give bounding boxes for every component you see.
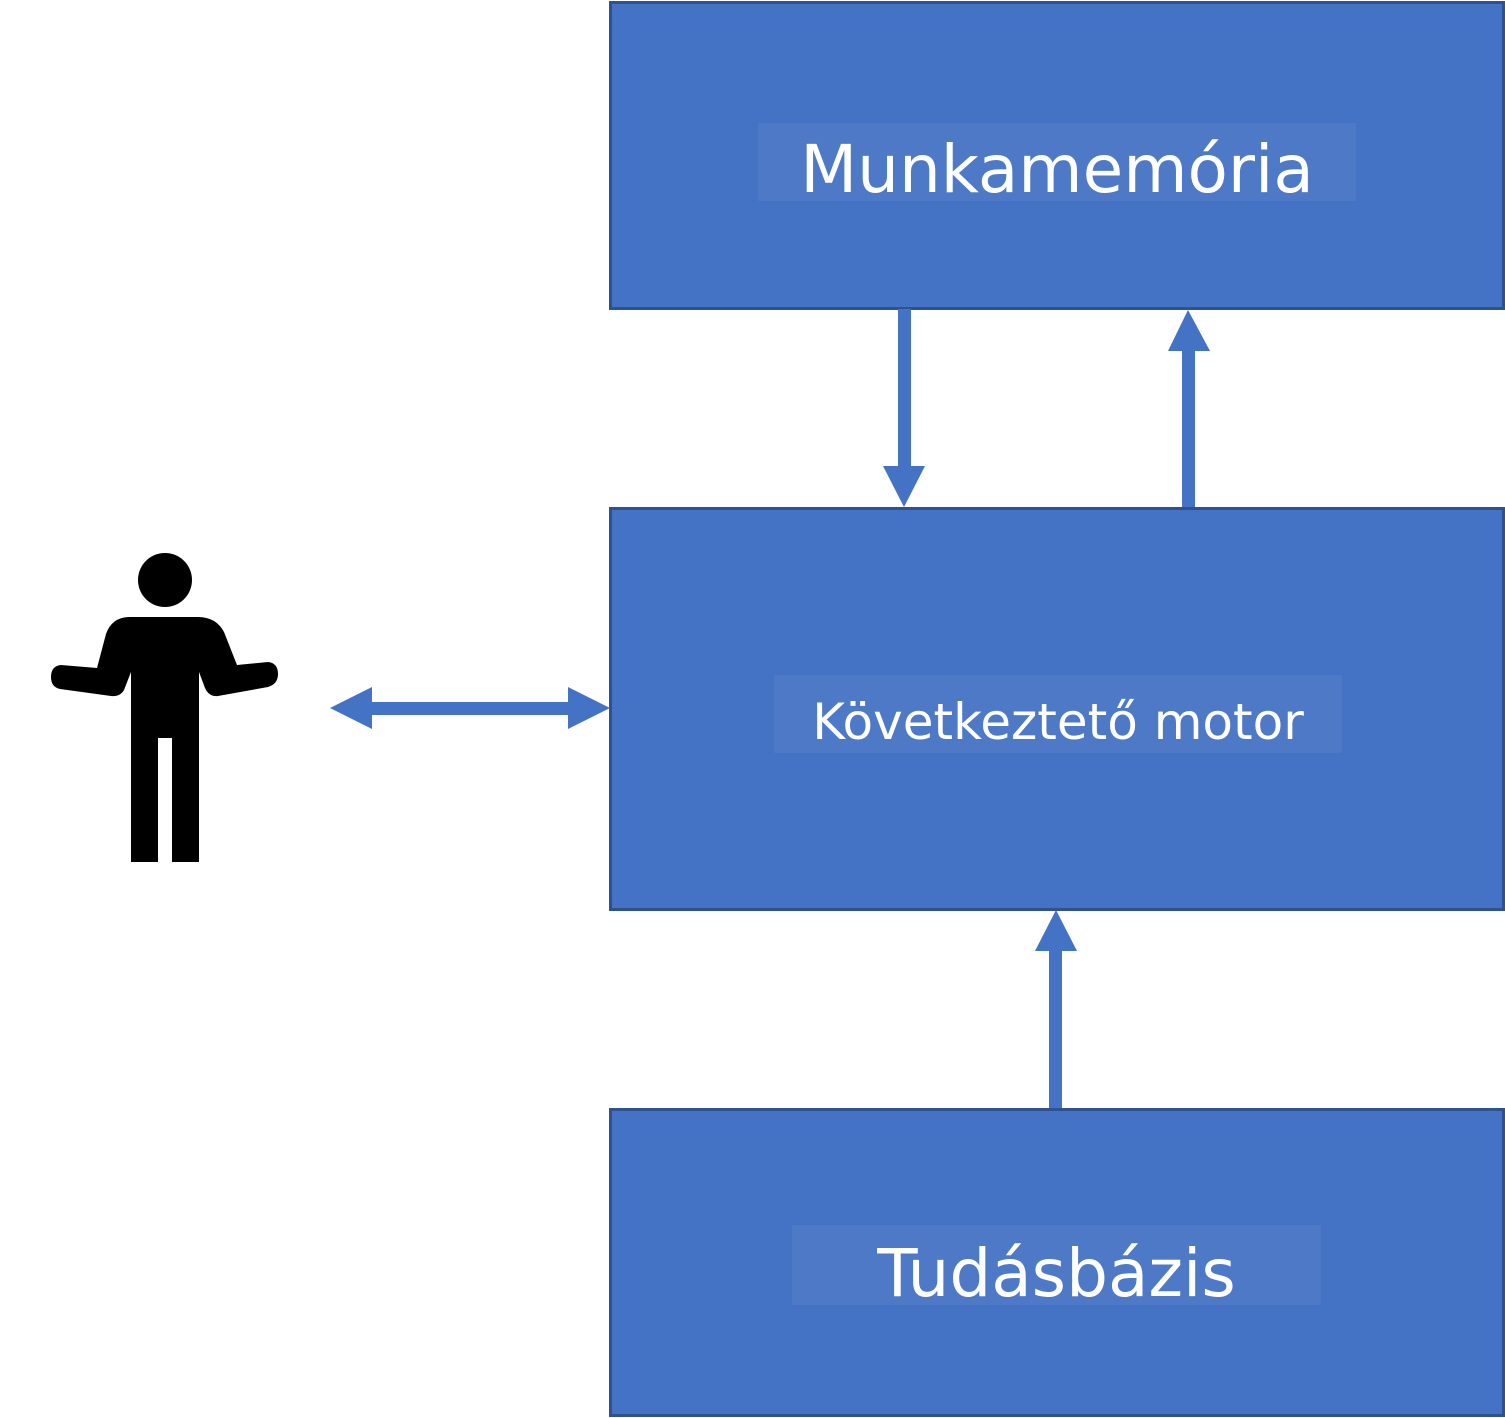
arrow-kb-to-engine — [1035, 910, 1077, 1108]
arrow-engine-to-memory — [1168, 310, 1210, 507]
knowledge-base-label: Tudásbázis — [792, 1225, 1321, 1307]
arrow-memory-to-engine — [883, 309, 925, 507]
arrow-actor-engine-bidirectional — [330, 687, 610, 729]
inference-engine-label: Következtető motor — [774, 675, 1342, 753]
working-memory-label: Munkamemória — [758, 123, 1356, 203]
person-icon — [51, 553, 278, 862]
